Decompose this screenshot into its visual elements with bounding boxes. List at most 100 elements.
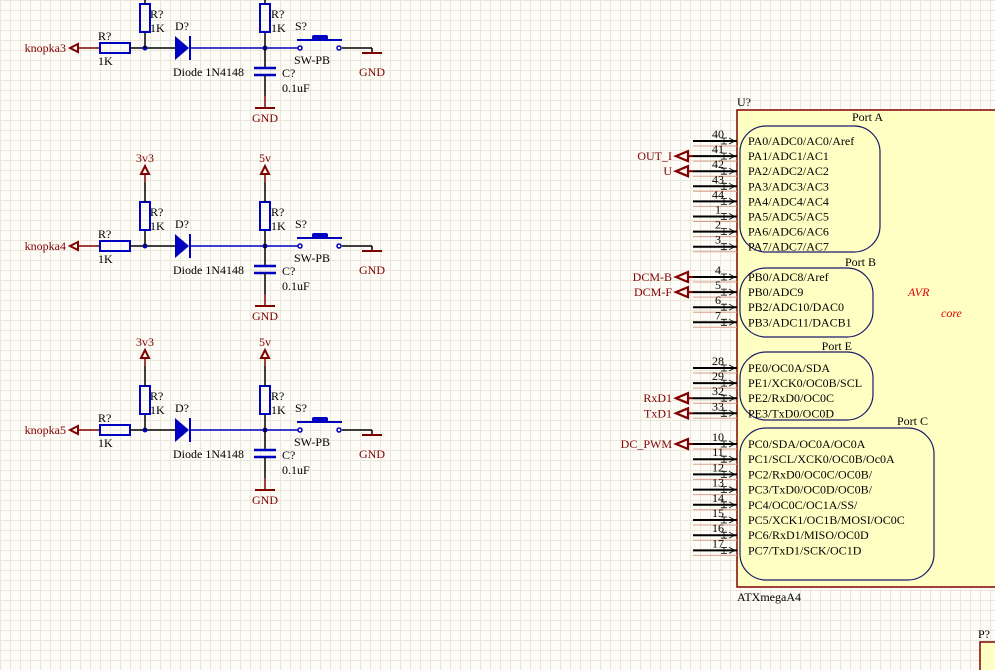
ic-body (736, 109, 995, 588)
avr-logo: AVR (907, 285, 930, 299)
pin-name: PB0/ADC8/Aref (748, 270, 829, 284)
pin-number: 29 (712, 369, 724, 383)
pin-io-icon (721, 288, 736, 296)
pin-number: 3 (715, 233, 721, 247)
net-port-icon (673, 164, 690, 178)
pin-io-icon (721, 213, 736, 220)
pin-name: PC0/SDA/OC0A/OC0A (748, 437, 866, 451)
pin-number: 7 (715, 308, 721, 322)
pin-io-icon (721, 198, 736, 205)
resistor-value: 1K (98, 436, 113, 450)
switch-contact (336, 243, 342, 249)
pin-io-icon (721, 364, 736, 372)
pin-number: 44 (712, 187, 724, 201)
pin-number: 28 (712, 354, 724, 368)
resistor-value: 1K (150, 21, 165, 35)
pin-name: PA4/ADC4/AC4 (748, 194, 829, 208)
diode-ref: D? (175, 217, 189, 231)
diode-icon (175, 234, 189, 258)
capacitor-value: 0.1uF (282, 81, 310, 95)
net-port-icon (673, 270, 690, 284)
pin-number: 12 (712, 460, 724, 474)
power-label: 3v3 (136, 151, 154, 165)
resistor-ref: R? (98, 227, 111, 241)
power-label: 5v (259, 335, 271, 349)
pin-io-icon (721, 547, 736, 554)
net-port-icon (673, 149, 690, 163)
net-label-DC_PWM: DC_PWM (621, 437, 673, 451)
net-label-U: U (663, 164, 672, 178)
port-label: Port A (852, 110, 883, 124)
pin-number: 16 (712, 521, 724, 535)
pin-io-icon (721, 137, 736, 145)
net-port-icon (67, 240, 79, 252)
pin-io-icon (721, 167, 736, 175)
resistor-pullup-2 (259, 385, 271, 415)
resistor-ref: R? (271, 389, 284, 403)
pin-name: PE3/TxD0/OC0D (748, 406, 834, 420)
resistor-value: 1K (271, 219, 286, 233)
gnd-label: GND (252, 111, 278, 125)
switch-ref: S? (295, 401, 307, 415)
diode-value: Diode 1N4148 (173, 447, 244, 461)
resistor-value: 1K (98, 54, 113, 68)
net-port-icon (673, 391, 690, 405)
resistor-value: 1K (150, 403, 165, 417)
gnd-label: GND (252, 309, 278, 323)
resistor-ref: R? (98, 29, 111, 43)
pin-name: PC4/OC0C/OC1A/SS/ (748, 498, 858, 512)
gnd-label: GND (359, 447, 385, 461)
resistor-series (99, 42, 131, 54)
net-label-knopka4: knopka4 (25, 239, 66, 253)
power-label: 3v3 (136, 335, 154, 349)
pin-name: PE2/RxD0/OC0C (748, 391, 834, 405)
net-label-TxD1: TxD1 (644, 406, 672, 420)
resistor-value: 1K (150, 219, 165, 233)
pushbutton-cap (312, 233, 328, 238)
switch-ref: S? (295, 19, 307, 33)
switch-contact (297, 243, 303, 249)
port-group-port-e (739, 351, 874, 421)
net-label-RxD1: RxD1 (643, 391, 672, 405)
pin-number: 15 (712, 506, 724, 520)
pin-number: 17 (712, 536, 724, 550)
resistor-pullup-1 (139, 385, 151, 415)
pin-name: PA0/ADC0/AC0/Aref (748, 134, 854, 148)
port-label: Port E (822, 339, 852, 353)
diode-ref: D? (175, 19, 189, 33)
ic-ref: U? (737, 95, 751, 109)
pin-number: 41 (712, 142, 724, 156)
port-label: Port B (845, 255, 876, 269)
resistor-ref: R? (271, 7, 284, 21)
diode-value: Diode 1N4148 (173, 65, 244, 79)
power-port-icon (139, 347, 151, 359)
pin-name: PE0/OC0A/SDA (748, 361, 830, 375)
resistor-pullup-1 (139, 201, 151, 231)
pin-name: PA2/ADC2/AC2 (748, 164, 829, 178)
net-label-DCM-F: DCM-F (634, 285, 672, 299)
pin-io-icon (721, 486, 736, 493)
switch-contact (297, 45, 303, 51)
pin-io-icon (721, 243, 736, 251)
resistor-ref: R? (98, 411, 111, 425)
gnd-label: GND (359, 65, 385, 79)
pin-io-icon (721, 516, 736, 524)
gnd-label: GND (359, 263, 385, 277)
resistor-value: 1K (98, 252, 113, 266)
resistor-value: 1K (271, 21, 286, 35)
diode-icon (175, 418, 189, 442)
pin-name: PA5/ADC5/AC5 (748, 210, 829, 224)
pin-number: 43 (712, 172, 724, 186)
diode-ref: D? (175, 401, 189, 415)
power-port-icon (139, 163, 151, 175)
net-port-icon (673, 406, 690, 420)
capacitor-ref: C? (282, 264, 295, 278)
pin-name: PB0/ADC9 (748, 285, 803, 299)
diode-icon (175, 36, 189, 60)
pin-name: PC1/SCL/XCK0/OC0B/Oc0A (748, 452, 895, 466)
pin-number: 32 (712, 384, 724, 398)
pin-name: PA7/ADC7/AC7 (748, 240, 829, 254)
switch-value: SW-PB (294, 251, 330, 265)
